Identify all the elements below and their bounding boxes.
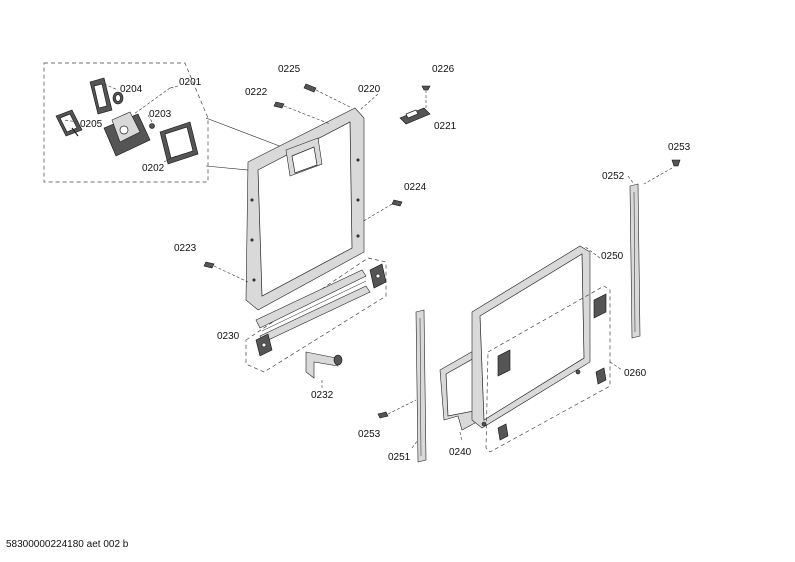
callout-0224: 0224 [404, 182, 427, 193]
part-0222-screw[interactable] [273, 101, 285, 109]
document-id: 58300000224180 aet 002 b [6, 539, 129, 550]
callout-0223: 0223 [174, 243, 197, 254]
part-strip-end-cap-left[interactable] [255, 333, 273, 357]
callout-0230: 0230 [217, 331, 240, 342]
part-clip-right[interactable] [593, 293, 607, 319]
part-0252-side-strip[interactable] [629, 183, 641, 339]
part-clip-bottom-right[interactable] [595, 367, 607, 385]
callout-0201: 0201 [179, 77, 202, 88]
callout-0250: 0250 [601, 251, 624, 262]
part-0221-hinge-bracket[interactable] [399, 107, 431, 125]
part-0202-display-panel[interactable] [159, 121, 199, 165]
assembly-0230-box [245, 257, 387, 373]
callout-0240: 0240 [449, 447, 472, 458]
callout-0220: 0220 [358, 84, 381, 95]
part-0203-small-screw[interactable] [149, 123, 155, 129]
part-0220-inner-door[interactable] [245, 107, 365, 311]
callout-0222: 0222 [245, 87, 268, 98]
callout-0252: 0252 [602, 171, 625, 182]
part-control-unit[interactable] [103, 111, 151, 157]
part-0250-outer-door-panel[interactable] [471, 245, 591, 429]
part-0223-screw[interactable] [203, 261, 215, 269]
callout-0253-upper: 0253 [668, 142, 691, 153]
callout-0202: 0202 [142, 163, 165, 174]
callout-0204: 0204 [120, 84, 143, 95]
part-0253-screw-lower[interactable] [377, 411, 389, 419]
part-clip-upper[interactable] [497, 349, 511, 377]
part-0204-latch-frame[interactable] [89, 77, 113, 115]
part-0226-screw[interactable] [421, 85, 431, 91]
callout-0225: 0225 [278, 64, 301, 75]
part-clip-bottom-left[interactable] [497, 423, 509, 441]
part-0205-switch-module[interactable] [55, 109, 83, 137]
callout-0203: 0203 [149, 109, 172, 120]
callout-0205: 0205 [80, 119, 103, 130]
callout-0251: 0251 [388, 452, 411, 463]
callout-0232: 0232 [311, 390, 334, 401]
part-0225-screw[interactable] [303, 83, 317, 93]
part-0224-screw[interactable] [391, 199, 403, 207]
part-strip-end-cap-right[interactable] [369, 263, 387, 289]
assembly-0260-box [485, 285, 611, 453]
part-0251-side-strip[interactable] [415, 309, 427, 463]
part-seal-ring[interactable] [112, 91, 124, 105]
part-0232-hinge-arm[interactable] [305, 351, 343, 379]
part-0253-screw-upper[interactable] [671, 159, 681, 167]
detail-inset-box [43, 62, 209, 183]
callout-0253-lower: 0253 [358, 429, 381, 440]
callout-0221: 0221 [434, 121, 457, 132]
callout-0226: 0226 [432, 64, 455, 75]
callout-0260: 0260 [624, 368, 647, 379]
